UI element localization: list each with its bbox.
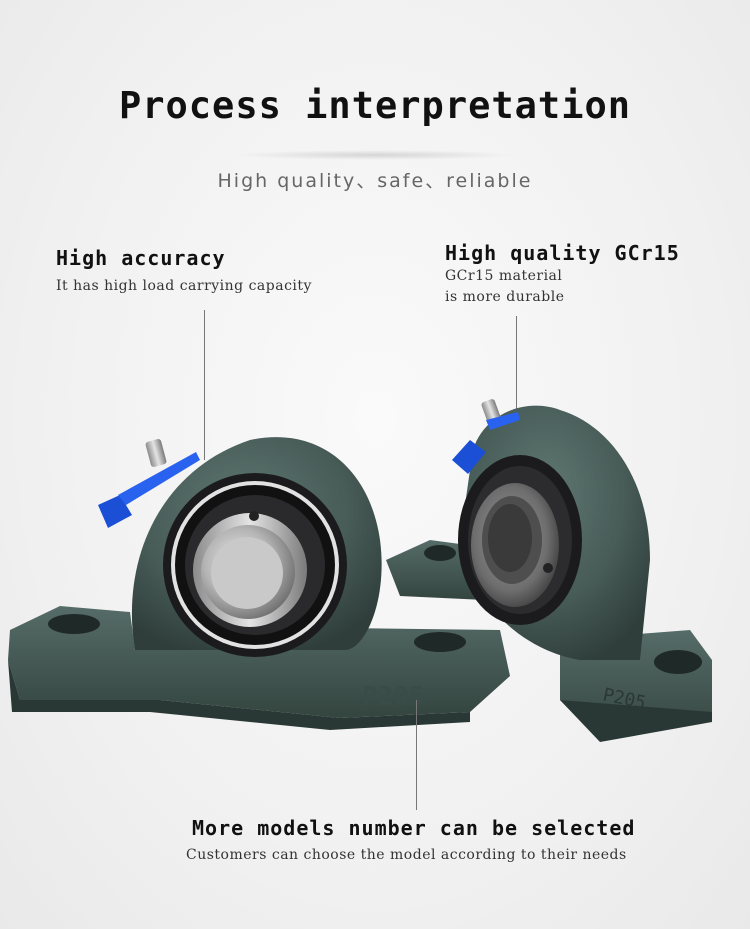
material-leader-line xyxy=(516,316,517,428)
page-subtitle: High quality、safe、reliable xyxy=(217,170,533,192)
material-heading: High quality GCr15 xyxy=(445,241,680,265)
accuracy-heading: High accuracy xyxy=(56,246,226,270)
page-title: Process interpretation xyxy=(118,84,632,127)
models-heading: More models number can be selected xyxy=(192,816,636,840)
title-underline-shadow xyxy=(235,150,515,160)
rear-bearing: P205 xyxy=(386,399,712,742)
models-description: Customers can choose the model according… xyxy=(186,847,627,863)
accuracy-leader-line xyxy=(204,310,205,460)
models-leader-line xyxy=(416,700,417,810)
material-description-line1: GCr15 material xyxy=(445,268,563,284)
front-model-marking: P205 xyxy=(362,682,425,712)
front-bearing: P205 xyxy=(8,437,510,730)
material-description-line2: is more durable xyxy=(445,289,565,305)
accuracy-description: It has high load carrying capacity xyxy=(56,278,312,294)
